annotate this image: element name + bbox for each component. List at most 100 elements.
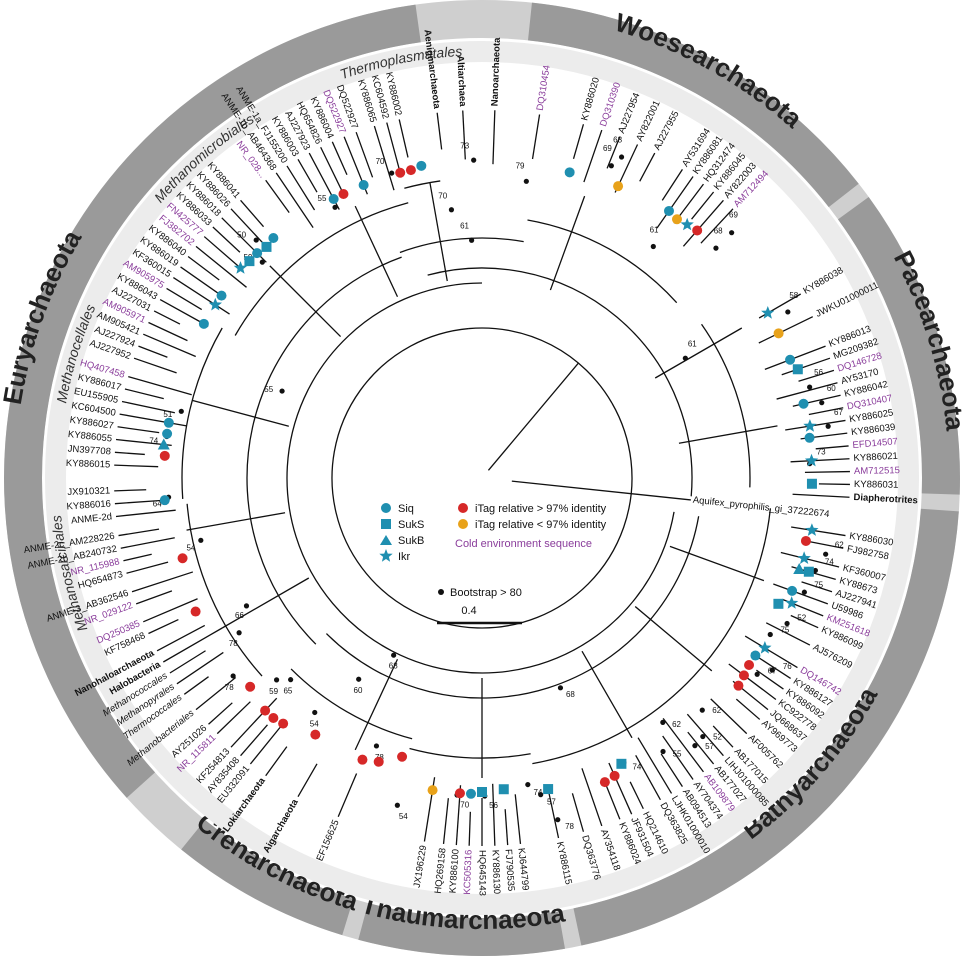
circle-marker bbox=[310, 729, 321, 740]
bootstrap-value: 66 bbox=[235, 611, 244, 620]
bootstrap-value: 56 bbox=[489, 801, 498, 810]
square-marker bbox=[792, 364, 803, 375]
legend-sukb: SukB bbox=[380, 535, 424, 547]
bootstrap-value: 75 bbox=[814, 580, 823, 589]
branch-arc bbox=[404, 180, 441, 189]
bootstrap-node bbox=[819, 400, 825, 406]
branch-arc bbox=[331, 327, 633, 629]
branch-spoke bbox=[504, 809, 509, 846]
branch-spoke bbox=[581, 650, 633, 739]
circle-marker bbox=[245, 681, 256, 692]
branch-spoke bbox=[710, 698, 748, 735]
leaf-label: DQ310454 bbox=[535, 64, 553, 111]
leaf-label: Altiarchaea bbox=[454, 55, 468, 107]
bootstrap-node bbox=[784, 620, 790, 627]
bootstrap-node bbox=[391, 652, 397, 658]
bootstrap-node bbox=[769, 667, 775, 673]
circle-marker bbox=[278, 718, 289, 729]
branch-spoke bbox=[133, 357, 177, 374]
legend-orange-circle bbox=[458, 519, 468, 529]
bootstrap-node bbox=[660, 748, 666, 755]
legend-siq-label: Siq bbox=[398, 503, 414, 515]
circle-marker bbox=[405, 165, 416, 176]
branch-spoke bbox=[208, 702, 233, 725]
sequence-markers bbox=[157, 160, 819, 799]
branch-spoke bbox=[173, 277, 230, 315]
circle-marker bbox=[397, 751, 408, 762]
branch-spoke bbox=[195, 245, 247, 288]
branch-spoke bbox=[320, 146, 344, 193]
bootstrap-node bbox=[253, 237, 259, 243]
bootstrap-node bbox=[801, 589, 807, 595]
bootstrap-node bbox=[448, 207, 455, 213]
branch-spoke bbox=[297, 158, 318, 193]
leaf-label: Aquifex_pyrophilis_gi_37222674 bbox=[692, 495, 830, 520]
bootstrap-value: 61 bbox=[460, 222, 469, 231]
branch-spoke bbox=[119, 413, 187, 427]
leaf-label: HQ269158 bbox=[433, 847, 449, 894]
bootstrap-value: 56 bbox=[814, 368, 823, 377]
bootstrap-value: 59 bbox=[269, 687, 278, 696]
branch-spoke bbox=[331, 141, 348, 175]
branch-spoke bbox=[780, 551, 840, 568]
legend-ikr: Ikr bbox=[379, 549, 411, 563]
star-marker bbox=[803, 419, 817, 432]
branch-arc bbox=[325, 516, 700, 699]
branch-spoke bbox=[514, 794, 522, 845]
bootstrap-node bbox=[807, 384, 813, 390]
circle-marker bbox=[465, 788, 476, 799]
branch-spoke bbox=[203, 236, 244, 271]
branch-arc bbox=[409, 747, 531, 759]
leaf-label: AM712515 bbox=[854, 465, 900, 477]
branch-spoke bbox=[798, 369, 835, 382]
circle-marker bbox=[358, 180, 369, 191]
phylum-band-crenarchaeota bbox=[181, 819, 354, 936]
branch-spoke bbox=[162, 627, 223, 663]
branch-spoke bbox=[678, 425, 778, 444]
star-marker bbox=[804, 453, 819, 467]
branch-spoke bbox=[790, 458, 850, 463]
bootstrap-node bbox=[356, 676, 362, 682]
phylum-band-thaumarchaeota bbox=[358, 903, 566, 956]
branch-spoke bbox=[436, 112, 443, 150]
branch-spoke bbox=[462, 110, 466, 160]
legend-bootstrap: Bootstrap > 80 bbox=[438, 587, 522, 599]
branch-spoke bbox=[531, 114, 541, 160]
legend-sukb-triangle bbox=[380, 535, 392, 545]
bootstrap-node bbox=[525, 781, 531, 788]
leaf-label: KC505316 bbox=[462, 850, 475, 895]
bootstrap-node bbox=[471, 157, 477, 163]
bootstrap-value: 70 bbox=[460, 801, 469, 810]
order-ring-background bbox=[45, 41, 919, 915]
bootstrap-node bbox=[823, 551, 829, 557]
leaf-label: KJ644799 bbox=[515, 847, 530, 891]
circle-marker bbox=[798, 398, 809, 409]
branch-spoke bbox=[138, 345, 168, 358]
circle-marker bbox=[613, 181, 624, 192]
branch-spoke bbox=[117, 426, 160, 434]
branch-arc bbox=[290, 668, 413, 740]
bootstrap-node bbox=[699, 707, 705, 713]
square-marker bbox=[477, 787, 487, 797]
circle-marker bbox=[744, 659, 755, 670]
branch-spoke bbox=[186, 512, 286, 531]
branch-spoke bbox=[790, 614, 819, 629]
branch-spoke bbox=[815, 445, 849, 450]
branch-spoke bbox=[386, 122, 402, 174]
leaf-label: Diapherotrites bbox=[853, 492, 918, 506]
square-marker bbox=[498, 784, 509, 795]
bootstrap-value: 74 bbox=[632, 762, 641, 771]
branch-spoke bbox=[249, 720, 286, 765]
bootstrap-node bbox=[538, 792, 544, 798]
branch-spoke bbox=[265, 746, 288, 777]
circle-marker bbox=[159, 450, 170, 461]
star-marker bbox=[761, 306, 775, 319]
leaf-label: KY886020 bbox=[579, 76, 602, 122]
legend-siq-circle bbox=[381, 503, 391, 513]
star-marker bbox=[758, 641, 772, 654]
branch-spoke bbox=[606, 136, 621, 169]
bootstrap-value: 70 bbox=[376, 157, 385, 166]
circle-marker bbox=[268, 712, 279, 723]
branch-arc bbox=[701, 323, 751, 488]
branch-spoke bbox=[183, 676, 209, 695]
